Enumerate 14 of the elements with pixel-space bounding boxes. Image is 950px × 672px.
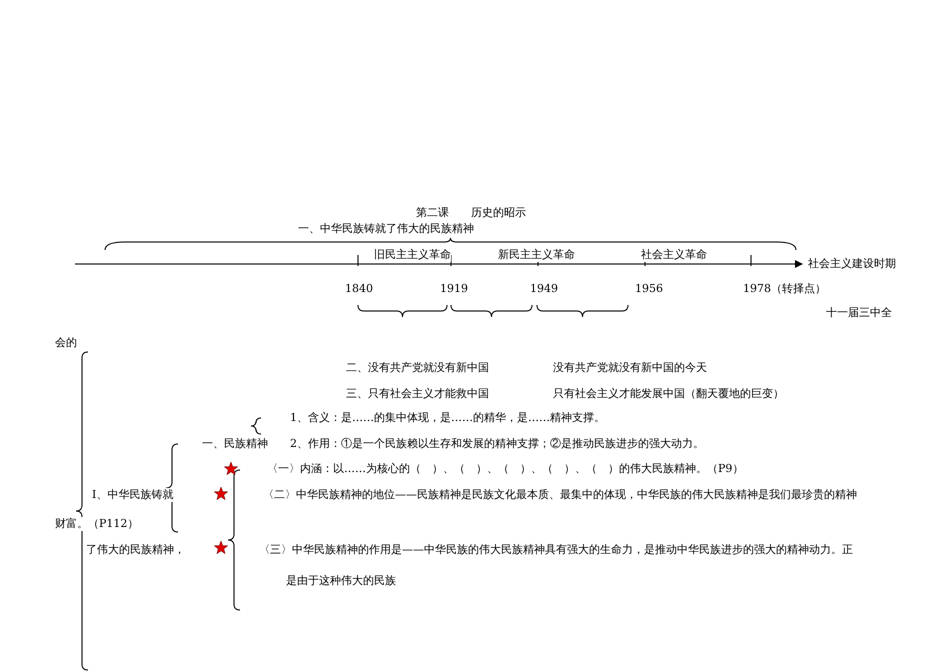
text-label: 是由于这种伟大的民族 [286,574,396,588]
text-label: Ⅰ、中华民族铸就 [92,488,174,502]
text-label: 一、中华民族铸就了伟大的民族精神 [298,222,474,236]
title: 第二课 历史的昭示 [416,206,526,220]
text-label: 新民主主义革命 [498,248,575,262]
text-label: 二、没有共产党就没有新中国 [346,361,489,375]
text-label: 十一届三中全 [826,306,892,320]
text-label: 旧民主主义革命 [374,248,451,262]
text-label: 三、只有社会主义才能救中国 [346,387,489,401]
text-label: 社会主义建设时期 [808,257,896,271]
text-label: 社会主义革命 [641,248,707,262]
text-label: 没有共产党就没有新中国的今天 [553,361,707,375]
text-label: 一、民族精神 [202,437,268,451]
text-label: 会的 [55,336,77,350]
